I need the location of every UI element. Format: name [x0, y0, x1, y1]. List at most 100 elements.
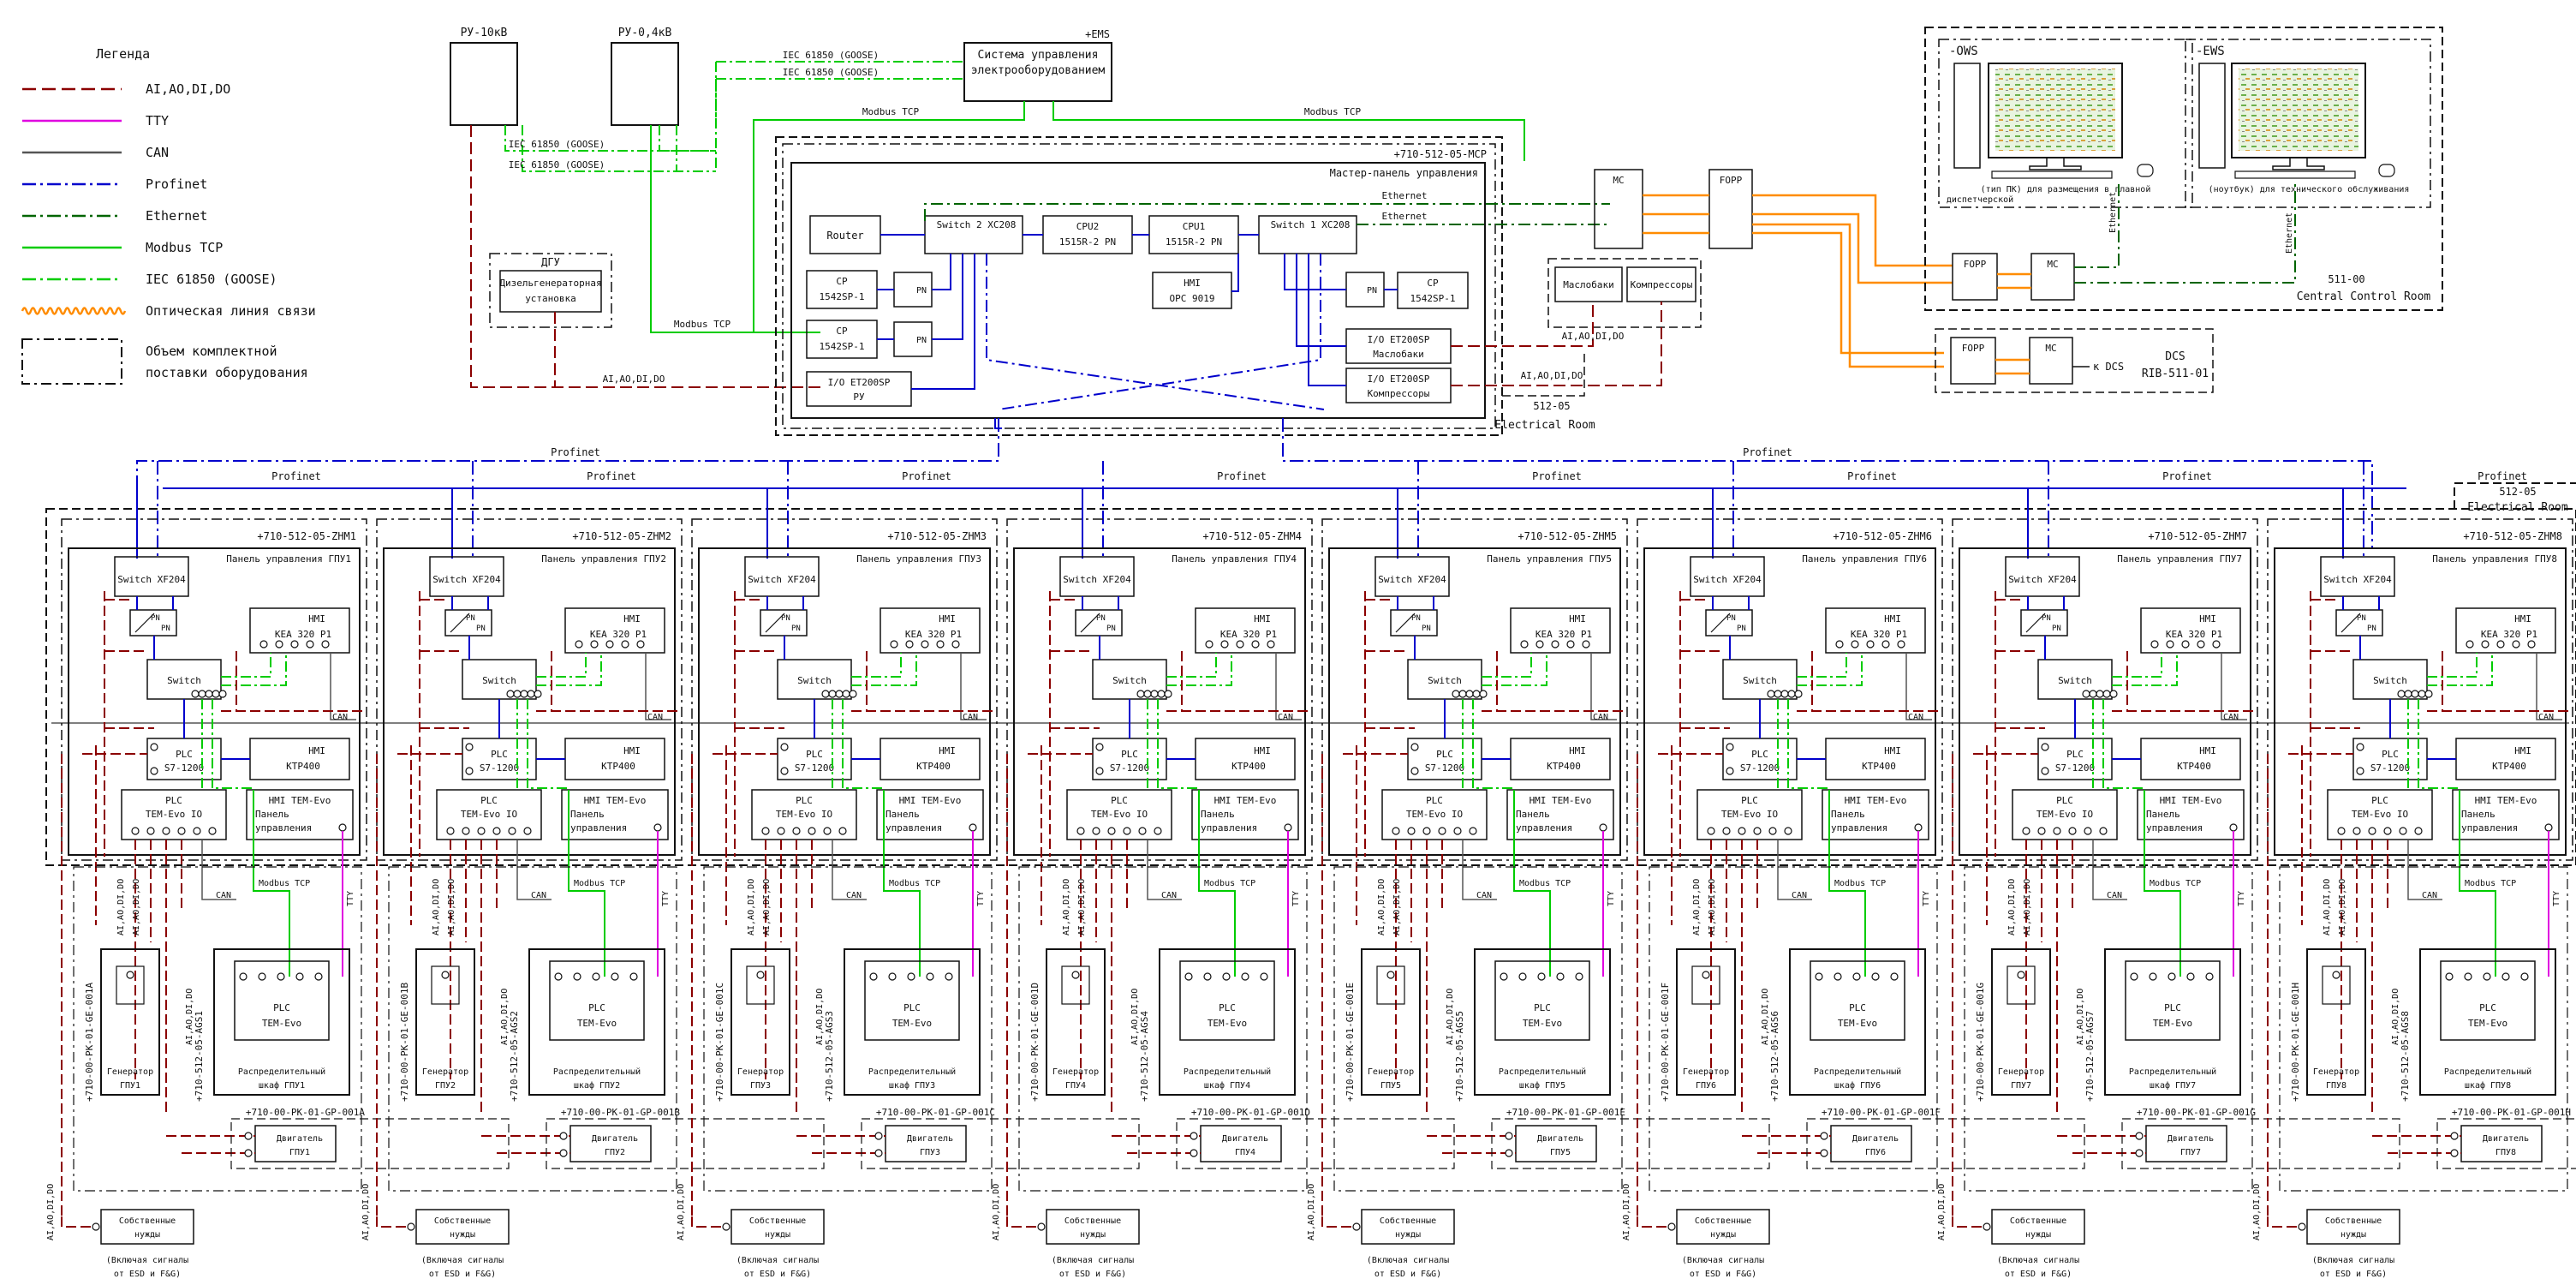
panel-scope [2267, 518, 2573, 861]
pn-label-b: PN [161, 625, 170, 633]
own-needs-note-2: от ESD и F&G) [2005, 1270, 2072, 1279]
profinet-label: Profinet [2162, 470, 2212, 482]
own-needs-box [415, 1209, 510, 1245]
port [1707, 827, 1715, 835]
profinet-label: Profinet [1217, 470, 1267, 482]
pn-slash [450, 613, 470, 633]
ews-desc-1: (ноутбук) для технического обслуживания [2209, 184, 2410, 194]
ews-monitor [2231, 63, 2366, 158]
cabinet-plc-l2: TEM-Evo [1208, 1018, 1247, 1029]
hmi-kea [2140, 607, 2241, 654]
plc-s7-l1: PLC [2066, 749, 2084, 760]
mcp-subtitle: Мастер-панель управления [1330, 167, 1478, 179]
hmi-ktp-l1: HMI [308, 745, 325, 756]
hmi-tem-l2: Панель [1831, 809, 1865, 820]
io-plc-drops [765, 840, 813, 1114]
pn-label-b: PN [2052, 625, 2061, 633]
generator-l2: ГПУ3 [750, 1081, 771, 1091]
plc-tem-l2: TEM-Evo IO [461, 809, 517, 820]
ows-stand [2029, 158, 2082, 170]
panel-tag: +710-512-05-ZHM2 [572, 530, 671, 542]
engine-scope [230, 1118, 510, 1169]
can-label-top: CAN [332, 713, 348, 722]
mc-ccr-label: MC [2047, 259, 2058, 270]
panel-subtitle: Панель управления ГПУ6 [1802, 553, 1927, 565]
io-label-b: AI,AO,DI,DO [2023, 879, 2032, 935]
pn-label-a: PN [466, 614, 475, 623]
ews-screen [2239, 69, 2358, 151]
io-wiring [1028, 591, 1310, 925]
hmi-ktp [1195, 738, 1296, 780]
hmi-tem-l3: управления [255, 822, 312, 834]
panel-scope [376, 518, 683, 861]
port [338, 823, 347, 832]
engine-io [1112, 1135, 1201, 1154]
port [559, 1132, 568, 1140]
switch-xf204-label: Switch XF204 [1378, 574, 1446, 585]
own-needs-io [1321, 1216, 1353, 1228]
fopp-main [1708, 169, 1753, 249]
port [1582, 640, 1590, 648]
pn-slash [765, 613, 785, 633]
plc-tem-l1: PLC [1426, 795, 1443, 806]
green-internal [516, 653, 602, 790]
legend-label: Оптическая линия связи [146, 303, 316, 319]
plc-tem-l2: TEM-Evo IO [1091, 809, 1148, 820]
hmi-ktp [1825, 738, 1926, 780]
cabinet-plc [2440, 960, 2536, 1041]
engine-l2: ГПУ2 [605, 1148, 625, 1157]
plc-s7-l2: S7-1200 [164, 762, 204, 774]
fiber-ccr-internal [1997, 272, 2031, 290]
port [508, 827, 516, 835]
dgu-io-link [470, 125, 820, 388]
dgu-label-2: установка [525, 293, 576, 304]
own-needs-io [1952, 1216, 1983, 1228]
port [1452, 690, 1460, 698]
dcs-label-1: DCS [2165, 350, 2185, 363]
can-label-bot: CAN [2422, 891, 2437, 900]
own-needs-l2: нужды [2025, 1230, 2051, 1240]
port [573, 972, 581, 981]
port [1881, 640, 1890, 648]
dgu-scope [489, 253, 612, 328]
mcp-eth-label-2: Ethernet [1382, 211, 1428, 222]
hmi-kea-l1: HMI [1884, 613, 1901, 625]
panel-tag: +710-512-05-ZHM8 [2463, 530, 2562, 542]
router-label: Router [826, 230, 863, 242]
iec-link-4 [504, 125, 716, 152]
hmi-kea-l1: HMI [1254, 613, 1271, 625]
port [2099, 827, 2108, 835]
port [1392, 827, 1400, 835]
legend-title: Легенда [96, 46, 150, 62]
cpu2-label-2: 1515R-2 PN [1059, 236, 1116, 248]
generator-box [730, 948, 790, 1096]
can-label-top: CAN [963, 713, 978, 722]
tty-label: TTY [1291, 891, 1301, 906]
fopp-main-label: FOPP [1720, 175, 1743, 186]
io-label-b: AI,AO,DI,DO [2338, 879, 2347, 935]
control-panel [1643, 547, 1936, 856]
control-panel [1328, 547, 1621, 856]
io-plc-drops [2025, 840, 2073, 1114]
hmi-ktp-l2: KTP400 [2492, 761, 2526, 772]
blue-internal [451, 596, 565, 760]
can-label-top: CAN [1908, 713, 1923, 722]
ews-title: -EWS [2196, 45, 2225, 58]
cabinet-box [2419, 948, 2556, 1096]
port [1500, 972, 1508, 981]
ge-tag: +710-00-PK-01-GE-001D [1029, 983, 1041, 1102]
can-internal [2407, 653, 2562, 900]
port [869, 972, 878, 981]
engine-scope [1806, 1118, 2085, 1169]
plc-tem-l1: PLC [2056, 795, 2073, 806]
port [1469, 827, 1477, 835]
own-needs-io [2267, 1216, 2299, 1228]
plc-tem-io [751, 789, 857, 840]
port [1520, 640, 1529, 648]
hmi-tem-l2: Панель [2146, 809, 2180, 820]
eth-to-ows [2074, 182, 2296, 284]
port [407, 1222, 415, 1231]
port [1190, 1149, 1198, 1157]
